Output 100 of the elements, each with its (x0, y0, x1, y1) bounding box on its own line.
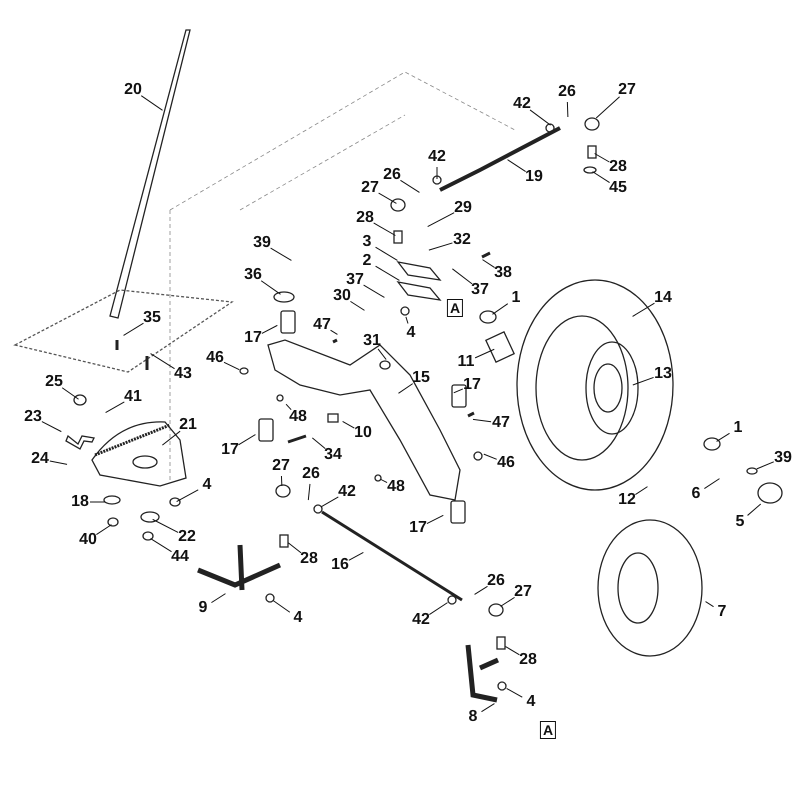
callout-number: 46 (205, 350, 225, 366)
callout-number: 10 (353, 425, 373, 441)
callout-number: 27 (513, 584, 533, 600)
callout-number: 12 (617, 492, 637, 508)
leader-line (634, 486, 648, 496)
callout-number: 42 (427, 149, 447, 165)
callout-number: 3 (362, 234, 372, 250)
callout-number: 43 (173, 366, 193, 382)
callout-number: 27 (271, 458, 291, 474)
leader-line (224, 362, 240, 370)
leader-line (238, 434, 256, 446)
leader-line (716, 432, 730, 442)
leader-line (704, 478, 720, 490)
callout-number: 40 (78, 532, 98, 548)
callout-number: 26 (382, 167, 402, 183)
leader-line (308, 483, 310, 501)
callout-number: 32 (452, 232, 472, 248)
callout-number: 34 (323, 447, 343, 463)
callout-number: 47 (312, 317, 332, 333)
callout-number: 19 (524, 169, 544, 185)
leader-line (505, 646, 520, 656)
callout-number: 41 (123, 389, 143, 405)
leader-line (162, 430, 181, 446)
callout-number: 48 (386, 479, 406, 495)
reference-letter: A (446, 299, 464, 317)
callout-number: 39 (252, 235, 272, 251)
callout-number: 23 (23, 409, 43, 425)
callout-number: 21 (178, 417, 198, 433)
leader-line (288, 542, 302, 554)
callout-number: 6 (690, 486, 702, 502)
leader-line (426, 514, 444, 524)
callout-number: 18 (70, 494, 90, 510)
leader-line (474, 586, 488, 595)
callout-number: 7 (716, 604, 728, 620)
callout-number: 39 (773, 450, 793, 466)
callout-number: 26 (486, 573, 506, 589)
callout-number: 48 (288, 409, 308, 425)
leader-line (594, 153, 610, 162)
leader-line (378, 348, 387, 360)
leader-line (286, 404, 292, 410)
leader-line (380, 478, 388, 484)
leader-line (373, 222, 396, 236)
leader-line (342, 420, 355, 429)
callout-number: 47 (491, 415, 511, 431)
leader-line (321, 496, 339, 507)
callout-number: 4 (292, 610, 304, 626)
callout-number: 28 (608, 159, 628, 175)
callout-number: 16 (330, 557, 350, 573)
leader-line (592, 171, 610, 184)
callout-number: 4 (526, 694, 536, 710)
leader-line (210, 593, 226, 604)
callout-number: 28 (518, 652, 538, 668)
leader-line (596, 96, 620, 118)
leader-line (632, 376, 654, 386)
callout-number: 15 (411, 370, 431, 386)
callout-number: 4 (406, 325, 416, 341)
callout-number: 35 (142, 310, 162, 326)
callout-number: 36 (243, 267, 263, 283)
leader-line (260, 280, 282, 295)
leader-line (350, 300, 365, 311)
callout-number: 17 (243, 330, 263, 346)
leader-line (632, 302, 655, 317)
leader-line (427, 212, 455, 228)
leader-line (400, 180, 420, 193)
leader-line (483, 454, 498, 460)
leader-line (705, 601, 714, 608)
callout-number: 28 (355, 210, 375, 226)
leader-line (492, 303, 508, 315)
leader-line (756, 461, 774, 470)
callout-number: 17 (408, 520, 428, 536)
leader-line (280, 476, 282, 486)
leader-line (348, 552, 364, 561)
leader-line (436, 166, 438, 180)
callout-number: 4 (202, 477, 212, 493)
leader-line (405, 316, 408, 324)
reference-letter: A (540, 721, 556, 739)
leader-line (378, 192, 397, 204)
leader-line (330, 330, 338, 335)
leader-line (507, 159, 526, 172)
leader-line (105, 401, 125, 414)
callout-number: 46 (496, 455, 516, 471)
leader-line (49, 460, 68, 465)
callout-number: 14 (653, 290, 673, 306)
callout-number: 29 (453, 200, 473, 216)
leader-line (96, 524, 112, 536)
callout-number: 2 (362, 253, 372, 269)
callout-number: 44 (170, 549, 190, 565)
callout-number: 24 (30, 451, 50, 467)
leader-line (566, 102, 568, 118)
callout-number: 26 (557, 84, 577, 100)
leader-line (452, 268, 473, 284)
leader-line (500, 596, 516, 607)
leader-line (530, 109, 552, 126)
leader-line (150, 538, 172, 552)
leader-line (123, 322, 144, 336)
callout-number: 45 (608, 180, 628, 196)
callout-number: 17 (462, 377, 482, 393)
callout-number: 28 (299, 551, 319, 567)
callout-number: 17 (220, 442, 240, 458)
callout-number: 37 (345, 272, 365, 288)
